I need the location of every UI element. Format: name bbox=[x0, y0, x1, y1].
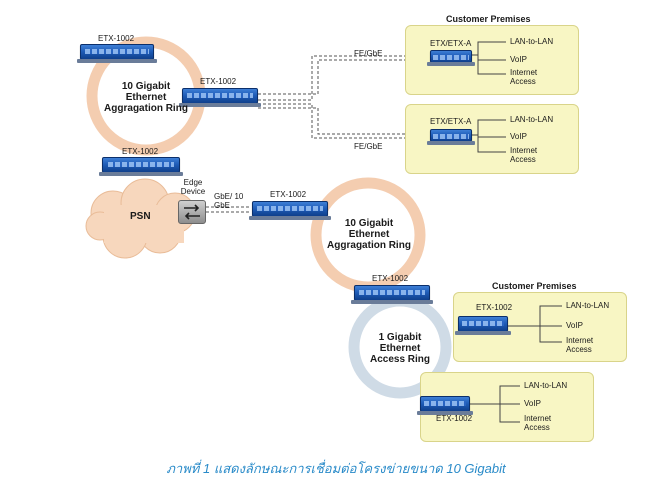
etx-a-device-1 bbox=[427, 50, 475, 66]
service-lan-3: LAN-to-LAN bbox=[566, 301, 610, 310]
psn-cloud bbox=[85, 178, 196, 259]
label-etx-top: ETX-1002 bbox=[98, 34, 135, 43]
service-internet-2: Internet Access bbox=[510, 146, 538, 164]
label-etx-ring1-right: ETX-1002 bbox=[200, 77, 237, 86]
label-gbe-10gbe: GbE/ 10 GbE bbox=[214, 192, 244, 210]
figure-caption: ภาพที่ 1 แสดงลักษณะการเชื่อมต่อโครงข่ายข… bbox=[166, 461, 506, 476]
ring1-title: 10 Gigabit Ethernet Aggragation Ring bbox=[104, 81, 188, 114]
etx-1002-device-cp4 bbox=[417, 396, 473, 415]
ring2-title: 10 Gigabit Ethernet Aggragation Ring bbox=[327, 218, 411, 251]
edge-device bbox=[178, 200, 206, 224]
service-voip-3: VoIP bbox=[566, 321, 583, 330]
label-edge-device: Edge Device bbox=[180, 178, 206, 196]
service-internet-3: Internet Access bbox=[566, 336, 594, 354]
label-psn: PSN bbox=[130, 211, 151, 222]
service-voip-2: VoIP bbox=[510, 132, 527, 141]
customer-premises-title-2: Customer Premises bbox=[492, 281, 577, 291]
service-lan-1: LAN-to-LAN bbox=[510, 37, 554, 46]
label-etx-ring1-bottom: ETX-1002 bbox=[122, 147, 159, 156]
label-etx-a-2: ETX/ETX-A bbox=[430, 117, 472, 126]
label-fe-gbe-top: FE/GbE bbox=[354, 49, 383, 58]
etx-1002-device-ring1-bottom bbox=[99, 157, 183, 176]
label-etx-cp3: ETX-1002 bbox=[476, 303, 513, 312]
label-etx-a-1: ETX/ETX-A bbox=[430, 39, 472, 48]
etx-1002-device-cp3 bbox=[455, 316, 511, 335]
label-etx-ring2-bottom: ETX-1002 bbox=[372, 274, 409, 283]
etx-a-device-2 bbox=[427, 129, 475, 145]
label-etx-ring2-left: ETX-1002 bbox=[270, 190, 307, 199]
service-voip-4: VoIP bbox=[524, 399, 541, 408]
switch-icon bbox=[184, 204, 200, 220]
etx-1002-device-ring2-left bbox=[249, 201, 331, 220]
customer-premises-title-1: Customer Premises bbox=[446, 14, 531, 24]
label-etx-cp4: ETX-1002 bbox=[436, 414, 473, 423]
etx-1002-device-top bbox=[77, 44, 157, 63]
etx-1002-device-ring1-right bbox=[179, 88, 261, 107]
ring3-title: 1 Gigabit Ethernet Access Ring bbox=[369, 332, 431, 365]
service-voip-1: VoIP bbox=[510, 55, 527, 64]
service-internet-4: Internet Access bbox=[524, 414, 552, 432]
service-internet-1: Internet Access bbox=[510, 68, 538, 86]
service-lan-4: LAN-to-LAN bbox=[524, 381, 568, 390]
label-fe-gbe-bottom: FE/GbE bbox=[354, 142, 383, 151]
service-lan-2: LAN-to-LAN bbox=[510, 115, 554, 124]
etx-1002-device-ring2-bottom bbox=[351, 285, 433, 304]
